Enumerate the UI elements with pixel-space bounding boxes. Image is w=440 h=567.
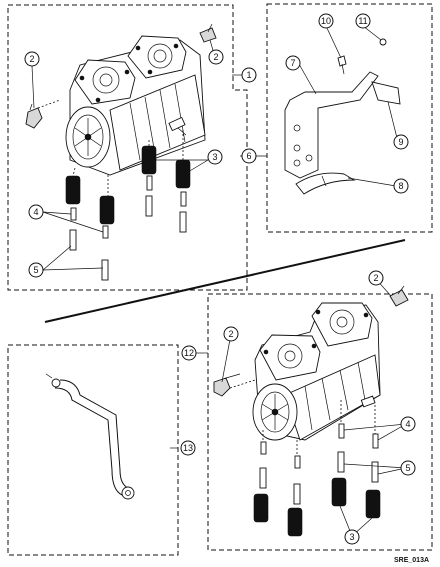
callout-7: 7 <box>285 55 301 71</box>
nipples-and-rods-bottom <box>259 423 379 505</box>
elbow-fitting-top-left <box>25 103 43 129</box>
pump-assembly-top <box>65 35 206 176</box>
nipples-and-rods-top <box>69 175 187 281</box>
callout-11: 11 <box>355 13 371 29</box>
svg-text:5: 5 <box>405 463 410 473</box>
svg-text:4: 4 <box>405 419 410 429</box>
divider-line <box>44 239 406 323</box>
svg-text:4: 4 <box>33 207 38 217</box>
callout-6: 6 <box>241 148 257 164</box>
svg-text:11: 11 <box>358 16 367 26</box>
elbow-fitting-bottom-left <box>213 373 241 397</box>
svg-text:8: 8 <box>398 181 403 191</box>
group-box-pump-assembly-top <box>7 4 248 291</box>
callout-1: 1 <box>241 67 257 83</box>
callout-3-bottom: 3 <box>344 529 360 545</box>
svg-text:1: 1 <box>246 70 251 80</box>
svg-text:13: 13 <box>183 443 193 453</box>
callout-8: 8 <box>393 178 409 194</box>
svg-text:10: 10 <box>321 16 331 26</box>
elbow-fitting-bottom-right <box>389 285 409 307</box>
figure-id: SRE_013A <box>394 557 429 564</box>
callout-13: 13 <box>180 440 196 456</box>
tube-assembly <box>45 373 135 500</box>
callout-5-top: 5 <box>28 262 44 278</box>
callout-4-top: 4 <box>28 204 44 220</box>
svg-text:9: 9 <box>398 137 403 147</box>
callout-2-top-right: 2 <box>208 49 224 65</box>
bracket-kit <box>284 38 401 195</box>
svg-text:2: 2 <box>228 329 233 339</box>
callout-9: 9 <box>393 134 409 150</box>
group-box-tube-assembly <box>7 344 179 556</box>
svg-text:2: 2 <box>29 54 34 64</box>
svg-text:2: 2 <box>373 273 378 283</box>
callout-4-bottom: 4 <box>400 416 416 432</box>
muffler-set-bottom <box>253 477 381 537</box>
svg-text:7: 7 <box>290 58 295 68</box>
callout-2-bottom-right: 2 <box>368 270 384 286</box>
guide-lines-bottom <box>229 379 376 456</box>
callout-12: 12 <box>181 345 197 361</box>
guide-lines-top <box>37 99 184 196</box>
svg-text:6: 6 <box>246 151 251 161</box>
svg-text:3: 3 <box>212 152 217 162</box>
callout-10: 10 <box>318 13 334 29</box>
elbow-fitting-top-right <box>199 23 217 43</box>
callout-3-top: 3 <box>207 149 223 165</box>
pump-assembly-bottom <box>252 302 381 441</box>
svg-text:3: 3 <box>349 532 354 542</box>
callout-2-top-left: 2 <box>24 51 40 67</box>
muffler-set-top <box>65 145 191 225</box>
svg-text:2: 2 <box>213 52 218 62</box>
svg-text:5: 5 <box>33 265 38 275</box>
callout-2-bottom-left: 2 <box>223 326 239 342</box>
callout-5-bottom: 5 <box>400 460 416 476</box>
svg-text:12: 12 <box>184 348 194 358</box>
group-box-pump-assembly-bottom <box>207 293 433 551</box>
